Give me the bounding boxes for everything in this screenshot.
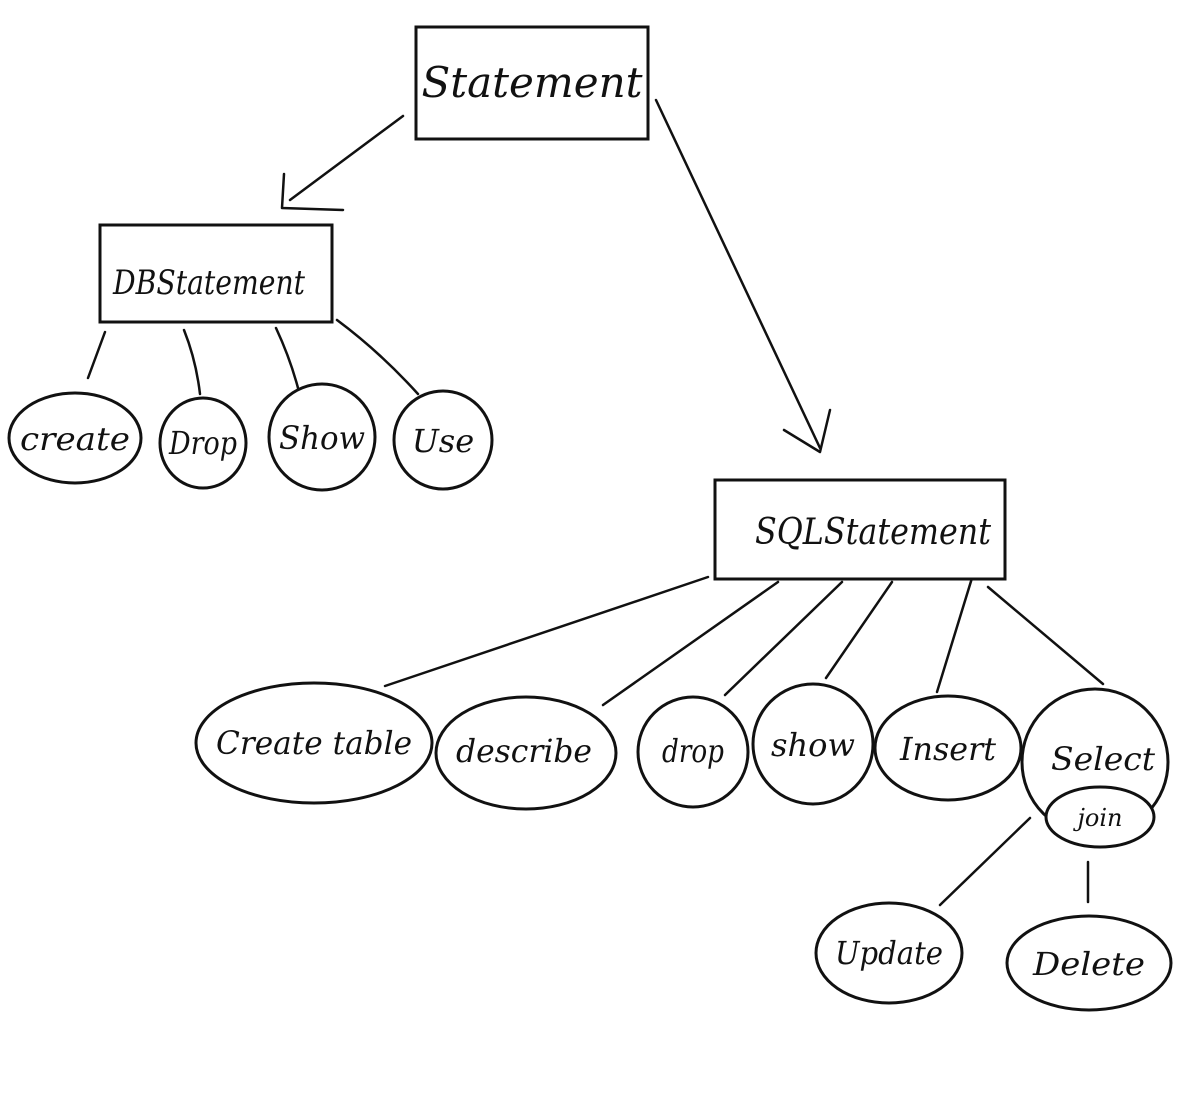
statement-node: Statement: [414, 25, 650, 141]
sql-drop-node: drop: [636, 695, 750, 809]
sql-insert-label: Insert: [899, 730, 996, 768]
db-drop-node: Drop: [158, 396, 248, 490]
sql-show-node: show: [751, 682, 875, 806]
sql-delete-label: Delete: [1032, 945, 1145, 983]
edge-sql-select: [986, 585, 1105, 686]
edge-db-use: [335, 318, 420, 396]
db-use-node: Use: [392, 389, 494, 491]
statement-label: Statement: [421, 58, 642, 107]
edge-sql-show: [824, 580, 894, 680]
sql-join-node: join: [1044, 785, 1156, 849]
arrowhead-sqlstatement: [782, 408, 832, 454]
edge-select-update: [938, 816, 1032, 907]
edge-sql-describe: [601, 580, 780, 707]
sql-update-label: Update: [835, 934, 943, 972]
sqlstatement-node: SQLStatement: [713, 478, 1007, 581]
db-drop-label: Drop: [168, 424, 237, 462]
db-show-node: Show: [267, 382, 377, 492]
sql-insert-node: Insert: [873, 694, 1023, 802]
sql-delete-node: Delete: [1005, 914, 1173, 1012]
sql-update-node: Update: [814, 901, 964, 1005]
db-create-label: create: [20, 420, 130, 458]
arrowhead-dbstatement: [280, 172, 345, 212]
edge-sql-drop: [723, 580, 844, 697]
edge-statement-to-dbstatement: [288, 114, 405, 202]
sql-select-node: Select join: [1020, 687, 1170, 849]
edges: [86, 98, 1105, 907]
sql-describe-label: describe: [456, 732, 592, 770]
edge-db-show: [274, 326, 300, 390]
edge-sql-create-table: [383, 575, 710, 688]
edge-statement-to-sqlstatement: [654, 98, 822, 450]
sql-describe-node: describe: [434, 695, 618, 811]
dbstatement-node: DBStatement: [98, 223, 334, 324]
edge-db-drop: [182, 328, 202, 396]
sql-show-label: show: [771, 726, 855, 764]
edge-db-create: [86, 330, 107, 380]
sql-select-label: Select: [1051, 740, 1155, 778]
db-use-label: Use: [412, 422, 474, 460]
sqlstatement-label: SQLStatement: [755, 512, 991, 553]
sql-join-label: join: [1072, 804, 1122, 832]
db-create-node: create: [7, 391, 143, 485]
db-show-label: Show: [279, 419, 365, 457]
dbstatement-label: DBStatement: [112, 263, 305, 303]
sql-drop-label: drop: [662, 732, 724, 770]
edge-sql-insert: [935, 576, 974, 694]
sql-create-table-label: Create table: [216, 724, 412, 762]
sql-create-table-node: Create table: [194, 681, 434, 805]
